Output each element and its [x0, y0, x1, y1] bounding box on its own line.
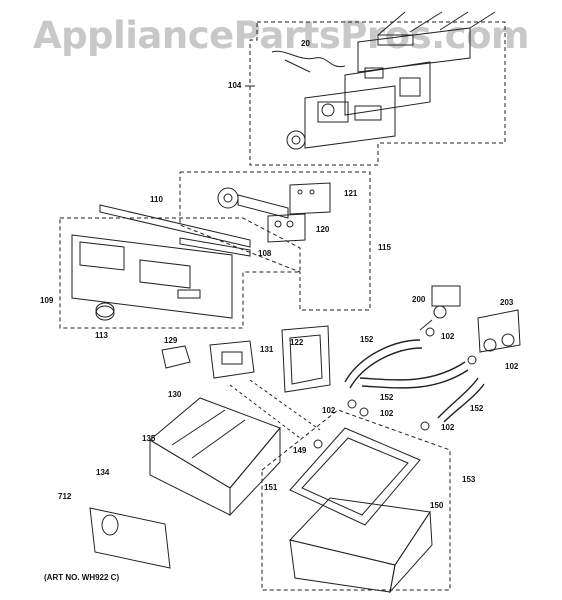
group-box-knob-assembly	[179, 171, 371, 311]
label-102-e: 102	[441, 423, 455, 432]
water-valve-203	[477, 309, 521, 353]
label-115: 115	[378, 243, 391, 252]
label-151: 151	[264, 483, 278, 492]
label-152-a: 152	[360, 335, 374, 344]
cup-129	[161, 345, 191, 369]
label-129: 129	[164, 336, 178, 345]
siphon-122	[281, 325, 331, 393]
tub-150	[289, 497, 433, 594]
label-203: 203	[500, 298, 514, 307]
label-113: 113	[95, 331, 108, 340]
drawer-handle-134	[89, 507, 171, 569]
cup-130	[209, 340, 255, 379]
switch-board-121	[289, 182, 331, 215]
group-box-tub	[261, 409, 451, 591]
group-box-control-board	[249, 21, 506, 166]
panel-bracket-108	[179, 237, 251, 257]
label-121: 121	[344, 189, 358, 198]
dispenser-link-lines	[229, 379, 321, 439]
label-102-d: 102	[380, 409, 394, 418]
wire-harness	[271, 50, 346, 73]
watermark: AppliancePartsPros.com	[32, 14, 530, 57]
knob-113	[95, 302, 115, 321]
label-200: 200	[412, 295, 426, 304]
part-labels: 104 20 110 121 120 115 108 109 113 129 1…	[40, 39, 519, 510]
label-109: 109	[40, 296, 54, 305]
label-134: 134	[96, 468, 110, 477]
label-120: 120	[316, 225, 330, 234]
label-102-c: 102	[322, 406, 336, 415]
label-712: 712	[58, 492, 72, 501]
label-152-c: 152	[470, 404, 484, 413]
control-board	[344, 27, 471, 116]
art-number: (ART NO. WH922 C)	[44, 573, 120, 582]
label-135: 135	[142, 434, 156, 443]
tub-cover-151	[289, 427, 421, 526]
label-152-b: 152	[380, 393, 394, 402]
switch-board-120	[267, 213, 306, 243]
label-122: 122	[290, 338, 304, 347]
control-panel	[71, 234, 233, 319]
label-110: 110	[150, 195, 163, 204]
dispenser-drawer-135	[149, 397, 281, 517]
leader-lines-top	[377, 11, 496, 36]
label-149: 149	[293, 446, 307, 455]
fitting-149	[313, 439, 323, 449]
label-130: 130	[168, 390, 182, 399]
label-102-a: 102	[441, 332, 455, 341]
hose-clamps-102	[347, 327, 477, 431]
display-frame	[304, 85, 396, 149]
label-20: 20	[301, 39, 310, 48]
label-153: 153	[462, 475, 476, 484]
encoder-knob	[286, 130, 306, 150]
label-150: 150	[430, 501, 444, 510]
label-108: 108	[258, 249, 272, 258]
water-valve-200	[419, 285, 461, 331]
label-102-b: 102	[505, 362, 519, 371]
label-131: 131	[260, 345, 274, 354]
hose-152	[344, 339, 485, 423]
label-104: 104	[228, 81, 242, 90]
selector-knob-assembly	[217, 187, 289, 219]
control-panel-trim-110	[99, 204, 251, 248]
